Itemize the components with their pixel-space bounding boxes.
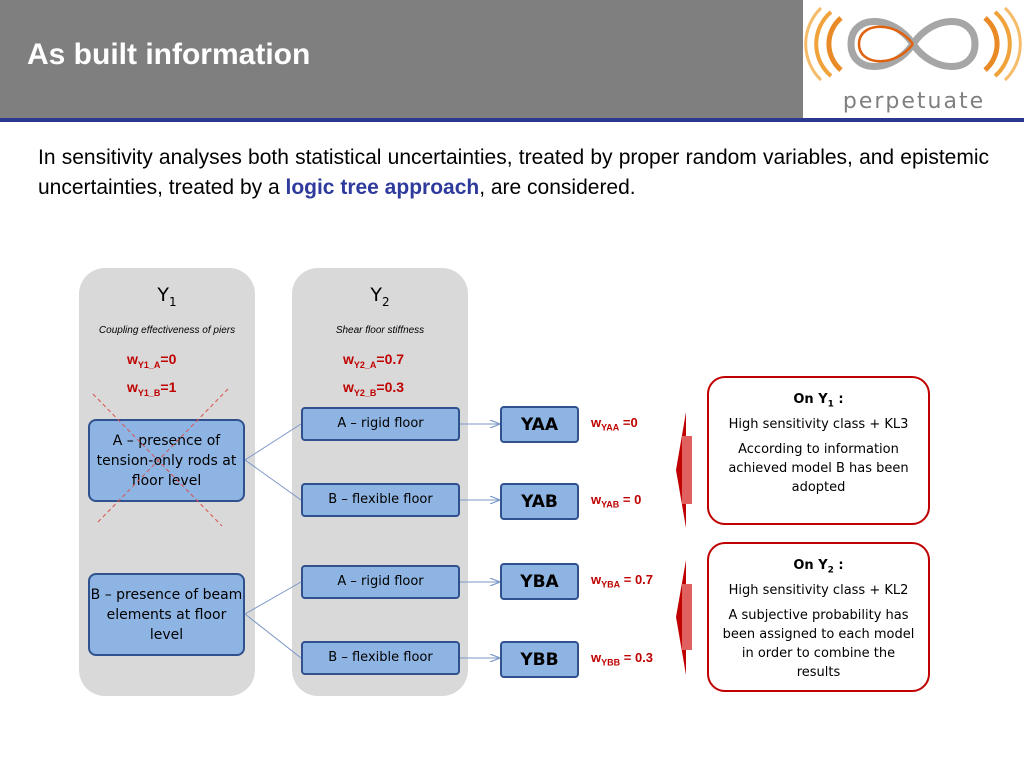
slide-title: As built information [27, 38, 311, 71]
intro-paragraph: In sensitivity analyses both statistical… [38, 143, 989, 203]
note-y2-body: A subjective probability has been assign… [722, 607, 915, 680]
weight-y2-b: wY2_B=0.3 [343, 379, 405, 398]
header-bar: As built information [0, 0, 803, 118]
leaf-weight-yab: wYAB = 0 [591, 492, 642, 510]
node-y2-b-2: B – flexible floor [301, 641, 460, 675]
svg-text:perpetuate: perpetuate [843, 89, 985, 114]
column-y1-subtitle: Coupling effectiveness of piers [98, 325, 236, 336]
weight-y1-a: wY1_A=0 [127, 351, 177, 370]
note-y2-heading: On Y2 : [793, 558, 844, 576]
note-y2-line1: High sensitivity class + KL2 [728, 582, 909, 598]
leaf-yab: YAB [500, 483, 579, 520]
weight-y2-a: wY2_A=0.7 [343, 351, 405, 370]
note-y1-heading: On Y1 : [793, 392, 844, 410]
note-y1-body: According to information achieved model … [728, 441, 909, 495]
column-y2-title: Y2 [370, 284, 390, 309]
leaf-yaa: YAA [500, 406, 579, 443]
column-y2-subtitle: Shear floor stiffness [335, 325, 425, 336]
node-y1-a: A – presence of tension-only rods at flo… [88, 419, 245, 502]
note-y1: On Y1 : High sensitivity class + KL3 Acc… [707, 376, 930, 525]
red-arrow-icon-2 [676, 560, 692, 675]
leaf-ybb: YBB [500, 641, 579, 678]
logo: perpetuate [803, 0, 1024, 118]
leaf-weight-yaa: wYAA =0 [591, 415, 638, 433]
leaf-weight-yba: wYBA = 0.7 [591, 572, 654, 590]
node-y2-a-2-label: A – rigid floor [337, 574, 424, 589]
node-y2-a-1-label: A – rigid floor [337, 416, 424, 431]
weight-y1-b: wY1_B=1 [127, 379, 177, 398]
perpetuate-logo-icon: perpetuate [804, 6, 1022, 114]
intro-text-before: In sensitivity analyses both statistical… [38, 146, 989, 199]
node-y1-b: B – presence of beam elements at floor l… [88, 573, 245, 656]
intro-highlight: logic tree approach [285, 176, 480, 199]
node-y2-a-1: A – rigid floor [301, 407, 460, 441]
node-y2-b-1: B – flexible floor [301, 483, 460, 517]
intro-text-after: , are considered. [479, 176, 636, 199]
node-y1-b-label: B – presence of beam elements at floor l… [90, 586, 243, 643]
leaf-yba: YBA [500, 563, 579, 600]
node-y2-b-2-label: B – flexible floor [328, 650, 433, 665]
node-y1-a-label: A – presence of tension-only rods at flo… [96, 432, 237, 489]
header-divider [0, 118, 1024, 122]
leaf-weight-ybb: wYBB = 0.3 [591, 650, 654, 668]
note-y1-line1: High sensitivity class + KL3 [728, 416, 909, 432]
red-arrow-icon-1 [676, 412, 692, 528]
column-y1-title: Y1 [157, 284, 177, 309]
node-y2-a-2: A – rigid floor [301, 565, 460, 599]
note-y2: On Y2 : High sensitivity class + KL2 A s… [707, 542, 930, 692]
column-y2-panel: Y2 Shear floor stiffness [292, 268, 468, 696]
node-y2-b-1-label: B – flexible floor [328, 492, 433, 507]
